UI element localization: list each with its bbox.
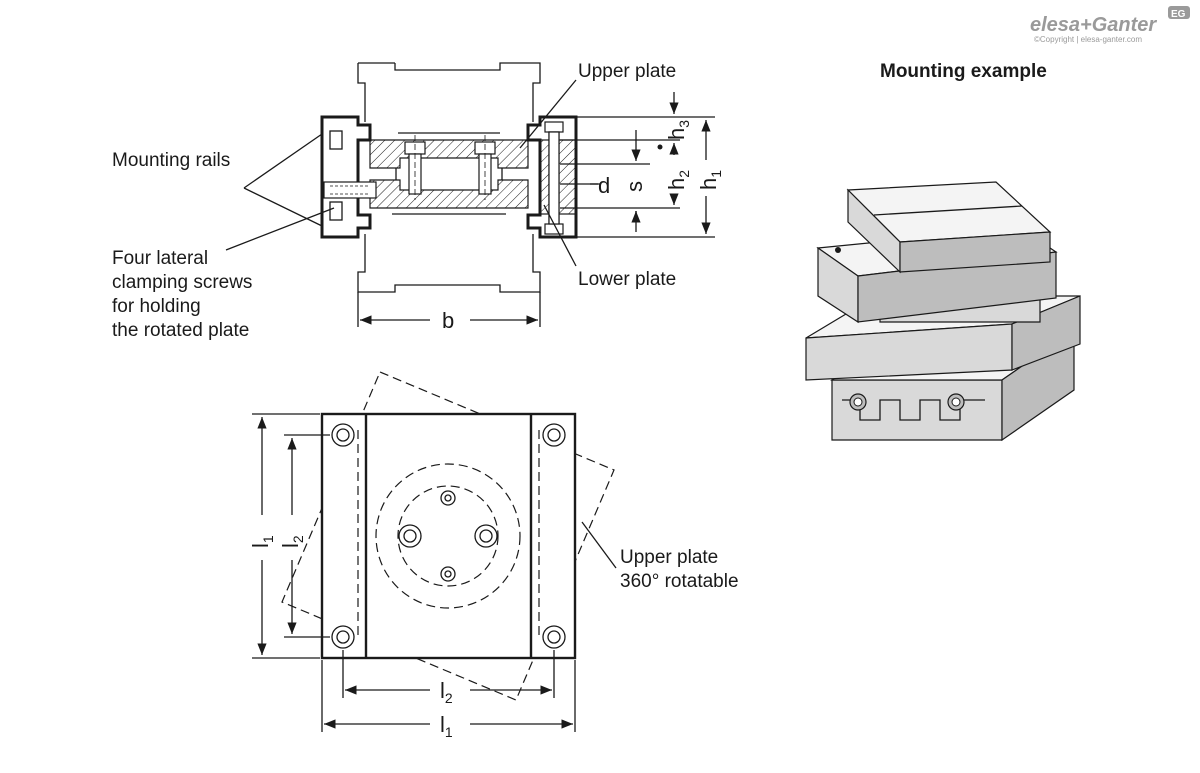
turntable-bolt-circle	[397, 485, 499, 587]
lower-plate-section	[369, 179, 529, 209]
brand-badge-text: EG	[1171, 9, 1186, 20]
brand-copyright: ©Copyright | elesa-ganter.com	[1034, 35, 1142, 44]
dim-h2: h2	[664, 170, 692, 190]
mounting-example: Mounting example	[805, 61, 1081, 442]
top-block	[846, 181, 1052, 274]
section-view: Mounting rails Four lateral clamping scr…	[112, 61, 724, 341]
dim-l2-horizontal: l2	[440, 678, 453, 706]
label-clamping-4: the rotated plate	[112, 320, 249, 341]
dim-l1-horizontal: l1	[440, 712, 453, 740]
leader-rails-2	[243, 187, 323, 227]
label-upper-plate: Upper plate	[578, 61, 676, 82]
brand-badge	[1168, 6, 1190, 19]
turntable-outer-circle	[375, 463, 521, 609]
dim-b: b	[442, 308, 454, 333]
base-plate	[320, 412, 577, 660]
label-lower-plate: Lower plate	[578, 269, 676, 290]
upper-rail-outline	[357, 62, 541, 122]
label-mounting-rails: Mounting rails	[112, 150, 230, 171]
center-boss	[392, 132, 506, 215]
brand-name: elesa+Ganter	[1030, 14, 1157, 36]
label-upper-plate-rotatable-2: 360° rotatable	[620, 571, 739, 592]
svg-text:h1: h1	[696, 170, 724, 190]
dim-h1: h1	[696, 170, 724, 190]
dim-h3: h3	[664, 120, 692, 140]
clamping-screw-left	[323, 181, 377, 199]
dim-l1-vertical: l1	[248, 535, 276, 548]
dim-s: s	[622, 181, 647, 192]
top-view: l1 l2 l2 l1 Upper plate 360° rotatable	[248, 371, 739, 740]
mounting-example-title: Mounting example	[880, 61, 1047, 82]
svg-text:h3: h3	[664, 120, 692, 140]
label-clamping-1: Four lateral	[112, 248, 208, 269]
lower-rail-outline	[357, 234, 541, 293]
right-rail-block	[526, 115, 578, 239]
left-rail-block	[320, 115, 372, 239]
leader-upper-plate	[519, 79, 577, 149]
brand-logo: elesa+Ganter ©Copyright | elesa-ganter.c…	[1030, 6, 1190, 44]
leader-rails-1	[243, 133, 323, 189]
leader-clamping	[225, 207, 335, 251]
svg-text:l2: l2	[278, 535, 306, 548]
upper-plate-section	[369, 139, 529, 169]
label-upper-plate-rotatable-1: Upper plate	[620, 547, 718, 568]
svg-text:l1: l1	[248, 535, 276, 548]
leader-lower-plate	[543, 204, 577, 267]
label-clamping-3: for holding	[112, 296, 201, 317]
left-rail-slot-bottom	[329, 201, 343, 221]
corner-holes	[331, 423, 566, 649]
height-dims	[560, 92, 715, 238]
turntable-holes	[398, 490, 498, 582]
vertical-screws	[404, 135, 496, 200]
rail-screws-right	[539, 121, 577, 235]
dim-l2-vertical: l2	[278, 535, 306, 548]
left-rail-slot-top	[329, 130, 343, 150]
leader-rotatable	[581, 521, 617, 569]
label-clamping-2: clamping screws	[112, 272, 252, 293]
svg-text:h2: h2	[664, 170, 692, 190]
dim-d: d	[598, 173, 610, 198]
